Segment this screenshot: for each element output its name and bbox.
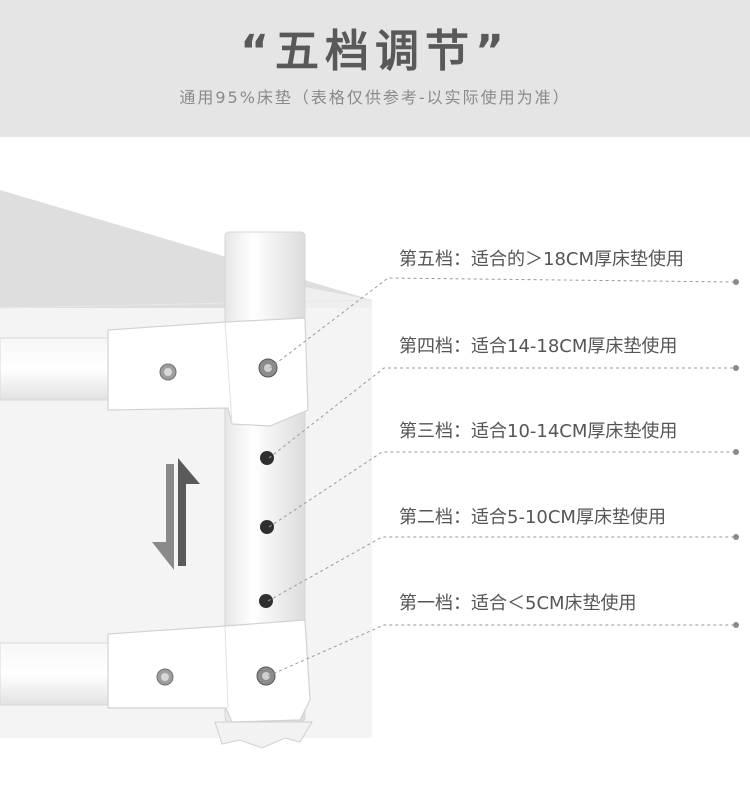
header-banner: “五档调节” 通用95%床垫（表格仅供参考-以实际使用为准）: [0, 0, 750, 137]
leader-line-2: [267, 536, 735, 602]
leader-line-5: [269, 277, 736, 369]
adjust-hole-5: [258, 358, 278, 378]
leader-dot-2: [733, 534, 739, 540]
adjust-hole-2: [259, 594, 273, 608]
bed-rail-illustration: [0, 190, 739, 749]
leader-dot-4: [733, 365, 739, 371]
page-title: “五档调节”: [240, 26, 510, 77]
leader-dot-3: [733, 449, 739, 455]
leader-dot-5: [733, 279, 739, 285]
level-1-label: 第一档：适合＜5CM床垫使用: [399, 593, 637, 614]
adjust-hole-1: [256, 666, 276, 686]
leader-dot-1: [733, 622, 739, 628]
lower-joint: [107, 619, 311, 723]
level-5-label: 第五档：适合的＞18CM厚床垫使用: [399, 249, 685, 270]
level-2-label: 第二档：适合5-10CM厚床垫使用: [399, 507, 666, 528]
leader-line-4: [268, 367, 735, 459]
adjust-hole-3: [260, 520, 274, 534]
level-3-label: 第三档：适合10-14CM厚床垫使用: [399, 421, 678, 442]
level-4-label: 第四档：适合14-18CM厚床垫使用: [399, 336, 678, 357]
upper-joint: [107, 317, 309, 427]
page-subtitle: 通用95%床垫（表格仅供参考-以实际使用为准）: [179, 88, 571, 107]
adjust-hole-4: [260, 451, 274, 465]
up-down-arrows-icon: [150, 452, 206, 572]
leader-line-1: [267, 624, 735, 677]
post-foot: [214, 721, 313, 749]
